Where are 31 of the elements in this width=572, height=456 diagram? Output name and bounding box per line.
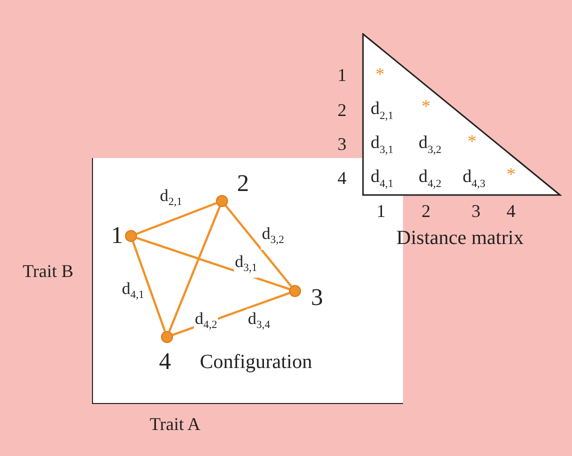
matrix-label: 4 (338, 168, 346, 188)
matrix-label: d$_{4,1}$ (370, 166, 394, 192)
connector-line (168, 206, 221, 332)
matrix-label: 1 (338, 65, 346, 85)
matrix-diagonal-mark: * (468, 131, 476, 151)
matrix-label: 3 (338, 134, 346, 154)
matrix-label: d$_{4,2}$ (418, 166, 442, 192)
matrix-label: d$_{3,2}$ (418, 132, 442, 158)
matrix-caption: Distance matrix (396, 228, 524, 248)
matrix-label: 3 (472, 201, 480, 221)
connector-line (136, 236, 290, 290)
matrix-label: 1 (376, 201, 386, 221)
point-number: 4 (159, 349, 171, 375)
matrix-label: 2 (338, 100, 346, 120)
matrix-label: d$_{2,1}$ (370, 98, 394, 124)
connector-line (132, 241, 166, 332)
matrix-label: 2 (422, 201, 430, 221)
matrix-label: d$_{4,3}$ (462, 166, 486, 192)
panel-title: Configuration (200, 352, 312, 372)
point-number: 2 (237, 171, 249, 197)
point-number: 1 (111, 223, 123, 249)
matrix-diagonal-mark: * (506, 164, 516, 184)
axis-label: Trait A (150, 414, 200, 434)
matrix-label: 4 (506, 201, 516, 221)
connector-line (136, 202, 217, 235)
matrix-diagonal-mark: * (422, 96, 430, 116)
matrix-label: d$_{3,1}$ (370, 132, 394, 158)
matrix-diagonal-mark: * (376, 64, 384, 84)
point-number: 3 (311, 285, 323, 311)
connector-line (224, 204, 292, 288)
axis-label: Trait B (22, 261, 74, 281)
